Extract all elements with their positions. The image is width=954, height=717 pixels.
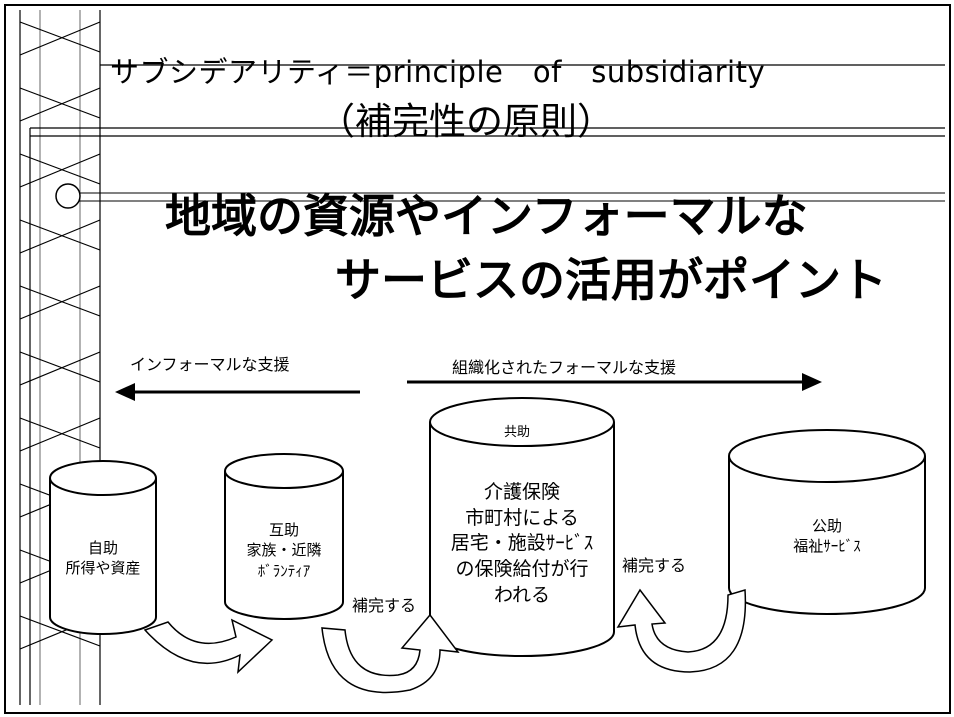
cylinder-kojo [728,429,926,615]
title-japanese: （補完性の原則） [318,100,614,143]
complement-arrow-3 [616,588,747,673]
node-kyojo-line-2: 市町村による [465,506,579,529]
complement-label-1: 補完する [352,596,417,615]
informal-arrow [115,383,360,401]
node-kyojo-header: 共助 [504,425,531,440]
node-gojo-detail-2: ﾎﾞﾗﾝﾃｨｱ [257,561,311,580]
cylinder-gojo [224,453,344,620]
node-gojo-title: 互助 [268,521,299,539]
headline-line-1: 地域の資源やインフォーマルな [165,189,808,243]
complement-arrow-2 [321,613,460,694]
headline-line-2: サービスの活用がポイント [335,253,887,307]
node-kyojo-line-4: の保険給付が行 [455,557,589,580]
node-gojo: 互助 家族・近隣 ﾎﾞﾗﾝﾃｨｱ [228,520,340,581]
node-kyojo: 介護保険 市町村による 居宅・施設ｻｰﾋﾞｽ の保険給付が行 われる [434,480,610,608]
node-gojo-detail: 家族・近隣 [246,541,322,560]
informal-support-label: インフォーマルな支援 [130,355,290,374]
cylinder-kyojo [429,397,615,657]
formal-arrow [407,373,822,391]
formal-support-label: 組織化されたフォーマルな支援 [452,358,677,377]
title-english: サブシデアリティ＝principle of subsidiarity [110,55,766,89]
node-kojo-detail: 福祉ｻｰﾋﾞｽ [793,537,861,556]
slide-border [4,4,951,714]
node-kojo: 公助 福祉ｻｰﾋﾞｽ [735,516,919,557]
ribbon-knob [55,183,81,209]
node-kyojo-line-5: われる [493,583,551,606]
node-kyojo-line-1: 介護保険 [483,481,560,503]
header-lines [29,64,945,705]
cylinder-jijo [49,460,157,635]
node-jijo: 自助 所得や資産 [52,538,154,579]
complement-label-2: 補完する [622,556,687,575]
node-jijo-title: 自助 [87,539,118,557]
node-kojo-title: 公助 [811,517,842,535]
complement-arrow-1 [143,618,274,674]
node-kyojo-line-3: 居宅・施設ｻｰﾋﾞｽ [450,532,594,555]
node-jijo-detail: 所得や資産 [65,559,141,578]
